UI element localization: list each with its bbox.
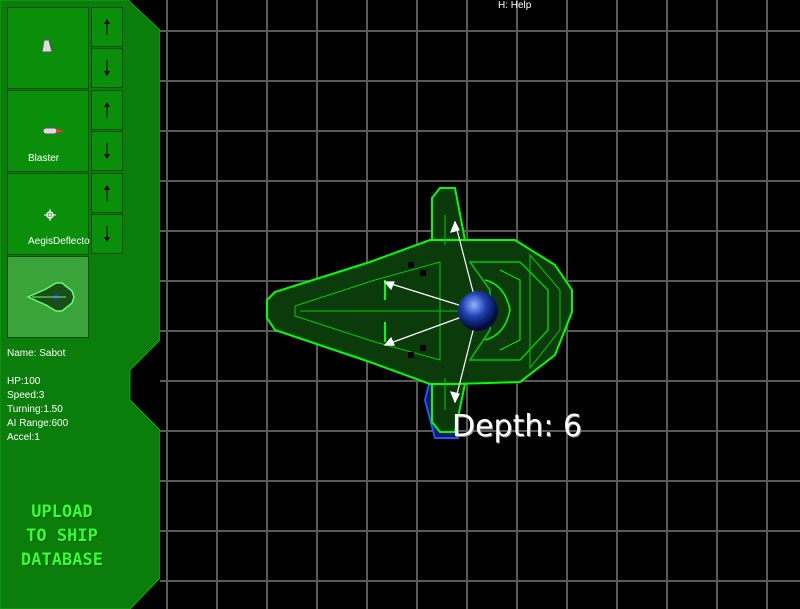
upload-line-3: DATABASE — [21, 550, 103, 570]
ship-hull[interactable] — [266, 187, 573, 439]
weapon-slot-1[interactable] — [7, 7, 89, 89]
blaster-icon — [42, 127, 64, 135]
slot-1-up-button[interactable] — [91, 7, 123, 47]
weapon-slot-3-label: AegisDeflecto — [28, 236, 90, 247]
sidebar-panel: Blaster AegisDeflecto Name: Sabot HP:100… — [0, 0, 160, 609]
weapon-slot-3[interactable]: AegisDeflecto — [7, 173, 90, 255]
slot-1-down-button[interactable] — [91, 48, 123, 88]
slot-3-up-button[interactable] — [91, 173, 123, 213]
stat-speed: Speed:3 — [7, 390, 45, 401]
arrow-up-icon — [104, 19, 110, 35]
upload-line-2: TO SHIP — [26, 526, 98, 546]
upload-line-1: UPLOAD — [31, 502, 93, 522]
slot-3-down-button[interactable] — [91, 214, 123, 254]
turret-icon — [41, 39, 53, 53]
arrow-up-icon — [104, 185, 110, 201]
stat-turning: Turning:1.50 — [7, 404, 63, 415]
arrow-down-icon — [104, 143, 110, 159]
weapon-slot-2[interactable]: Blaster — [7, 90, 89, 172]
ship-preview-slot[interactable] — [7, 256, 89, 338]
ship-name: Name: Sabot — [7, 348, 66, 359]
stat-accel: Accel:1 — [7, 432, 40, 443]
arrow-down-icon — [104, 226, 110, 242]
ship-thumbnail-icon — [26, 282, 75, 312]
upload-to-database-button[interactable]: UPLOAD TO SHIP DATABASE — [10, 500, 114, 572]
depth-label: Depth: 6 — [452, 409, 583, 444]
ship-canvas[interactable] — [160, 0, 800, 609]
stat-hp: HP:100 — [7, 376, 41, 387]
deflector-icon — [44, 209, 56, 221]
help-hint: H: Help — [498, 0, 532, 11]
weapon-slot-2-label: Blaster — [28, 153, 60, 164]
slot-2-down-button[interactable] — [91, 131, 123, 171]
arrow-down-icon — [104, 60, 110, 76]
ship-core-sphere[interactable] — [458, 291, 498, 331]
arrow-up-icon — [104, 102, 110, 118]
stat-ai-range: AI Range:600 — [7, 418, 69, 429]
slot-2-up-button[interactable] — [91, 90, 123, 130]
